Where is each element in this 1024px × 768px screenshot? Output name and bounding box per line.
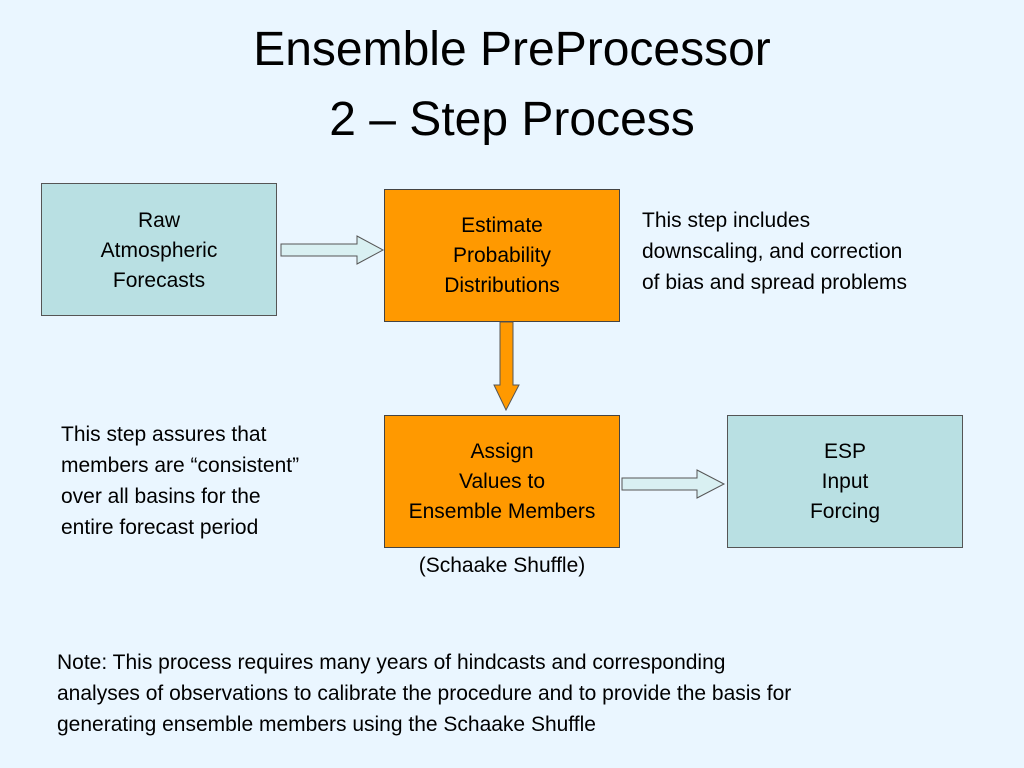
box-text-line: ESP bbox=[823, 439, 867, 463]
note-line: generating ensemble members using the Sc… bbox=[57, 713, 596, 736]
note-line: downscaling, and correction bbox=[642, 240, 903, 263]
esp-input-forcing-box: ESP Input Forcing bbox=[727, 415, 963, 548]
note-line: members are “consistent” bbox=[61, 454, 300, 477]
note-line: entire forecast period bbox=[61, 516, 259, 539]
note-line: over all basins for the bbox=[61, 485, 261, 508]
box-text-line: Raw bbox=[137, 209, 180, 232]
raw-atmospheric-forecasts-box: Raw Atmospheric Forecasts bbox=[41, 183, 277, 316]
bottom-note: Note: This process requires many years o… bbox=[57, 647, 791, 740]
slide-title-line-2: 2 – Step Process bbox=[329, 93, 695, 146]
schaake-shuffle-label: (Schaake Shuffle) bbox=[418, 554, 586, 577]
note-line: Note: This process requires many years o… bbox=[57, 651, 726, 674]
box-text-line: Distributions bbox=[444, 273, 560, 297]
box-text-line: Atmospheric bbox=[100, 239, 218, 262]
right-arrow-assign-to-esp bbox=[621, 469, 726, 499]
note-line: This step assures that bbox=[61, 423, 267, 446]
down-arrow-estimate-to-assign bbox=[493, 321, 520, 412]
box-text-line: Ensemble Members bbox=[408, 499, 596, 523]
box-text-line: Forecasts bbox=[112, 269, 206, 292]
right-arrow-raw-to-estimate bbox=[280, 235, 385, 265]
assign-values-to-ensemble-members-box: Assign Values to Ensemble Members bbox=[384, 415, 620, 548]
box-text-line: Values to bbox=[459, 469, 545, 493]
step-two-note: This step assures that members are “cons… bbox=[61, 419, 299, 543]
box-text-line: Estimate bbox=[461, 213, 543, 237]
box-text-line: Assign bbox=[470, 439, 534, 463]
box-text-line: Input bbox=[821, 469, 869, 493]
note-line: analyses of observations to calibrate th… bbox=[57, 682, 792, 705]
box-text-line: Probability bbox=[452, 243, 552, 267]
slide-title-line-1: Ensemble PreProcessor bbox=[253, 23, 771, 76]
note-line: This step includes bbox=[642, 209, 811, 232]
step-one-note: This step includes downscaling, and corr… bbox=[642, 205, 907, 298]
estimate-probability-distributions-box: Estimate Probability Distributions bbox=[384, 189, 620, 322]
note-line: of bias and spread problems bbox=[642, 271, 907, 294]
box-text-line: Forcing bbox=[809, 499, 881, 523]
